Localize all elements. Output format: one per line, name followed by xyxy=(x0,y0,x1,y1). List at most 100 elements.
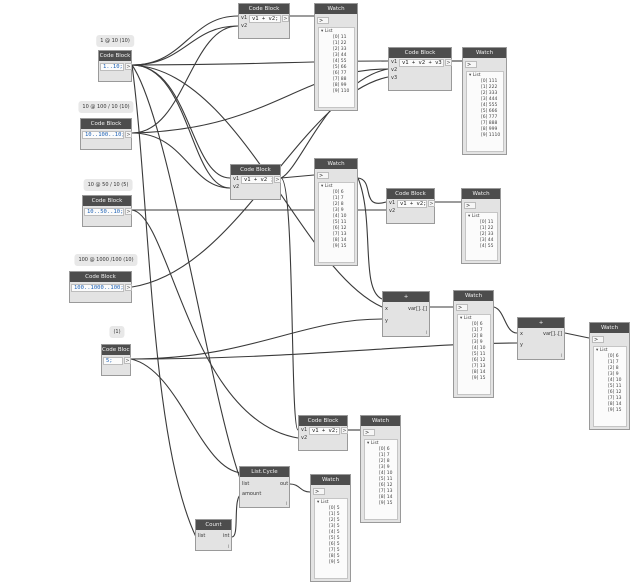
collapse-icon[interactable]: ▾ xyxy=(321,184,324,189)
watch-node[interactable]: Watch > ▾ List [0] 111[1] 222[2] 333[3] … xyxy=(462,47,507,155)
watch-input-port[interactable]: > xyxy=(465,61,477,68)
watch-input-port[interactable]: > xyxy=(317,172,329,179)
collapse-icon[interactable]: ▾ xyxy=(468,214,471,219)
output-port-int[interactable]: int xyxy=(223,533,230,539)
collapse-icon[interactable]: ▾ xyxy=(321,29,324,34)
watch-input-port[interactable]: > xyxy=(464,202,476,209)
watch-input-port[interactable]: > xyxy=(456,304,468,311)
input-port-v1[interactable]: v1 xyxy=(389,200,396,206)
input-port-v2[interactable]: v2 xyxy=(389,208,396,214)
watch-node[interactable]: Watch > ▾ List [0] 11[1] 22[2] 33[3] 44[… xyxy=(461,188,501,264)
code-block-node[interactable]: Code Block 100..1000..100; > xyxy=(69,271,132,303)
code-block-node[interactable]: Code Block 5; > xyxy=(101,344,131,376)
code-block-node[interactable]: Code Block 10..100..10; > xyxy=(80,118,132,150)
watch-node[interactable]: Watch > ▾ List [0] 6[1] 7[2] 8[3] 9[4] 1… xyxy=(453,290,494,398)
input-port-y[interactable]: y xyxy=(520,342,523,348)
collapse-icon[interactable]: ▾ xyxy=(367,441,370,446)
output-port[interactable]: > xyxy=(445,59,452,66)
wire xyxy=(131,64,243,485)
input-port-v1[interactable]: v1 xyxy=(391,59,398,65)
code-text[interactable]: 5; xyxy=(103,357,123,365)
add-node[interactable]: + x y var[]..[] l xyxy=(382,291,430,337)
code-text[interactable]: v1 + v2 + v3; xyxy=(399,59,444,67)
watch-node[interactable]: Watch > ▾ List [0] 11[1] 22[2] 33[3] 44[… xyxy=(314,3,358,111)
list-cycle-node[interactable]: List.Cycle list amount out l xyxy=(239,466,290,508)
code-block-node[interactable]: Code Block v1 v2 v1 + v2; > xyxy=(298,415,348,451)
list-item: [9] 110 xyxy=(333,89,350,94)
output-port[interactable]: > xyxy=(125,131,132,138)
input-port-list[interactable]: list xyxy=(198,533,206,539)
input-port-v2[interactable]: v2 xyxy=(391,67,398,73)
list-item: [7] 13 xyxy=(472,364,486,369)
code-block-node[interactable]: Code Block 10..50..10; > xyxy=(82,195,132,227)
watch-input-port[interactable]: > xyxy=(363,429,375,436)
list-item: [7] 88 xyxy=(333,77,347,82)
collapse-icon[interactable]: ▾ xyxy=(460,316,463,321)
list-item: [3] 9 xyxy=(379,465,390,470)
watch-node[interactable]: Watch > ▾ List [0] 5[1] 5[2] 5[3] 5[4] 5… xyxy=(310,474,351,582)
watch-node[interactable]: Watch > ▾ List [0] 6[1] 7[2] 8[3] 9[4] 1… xyxy=(360,415,401,523)
collapse-icon[interactable]: ▾ xyxy=(469,73,472,78)
code-text[interactable]: v1 + v2 ; xyxy=(241,176,273,184)
output-port-var[interactable]: var[]..[] xyxy=(408,306,428,312)
tooltip-bubble: 1 @ 10 (10) xyxy=(96,35,134,47)
list-item: [1] 7 xyxy=(608,360,619,365)
watch-input-port[interactable]: > xyxy=(317,17,329,24)
list-header: List xyxy=(471,214,480,219)
code-block-node[interactable]: Code Block v1 v2 v1 + v2; > xyxy=(386,188,435,224)
input-port-v1[interactable]: v1 xyxy=(301,427,308,433)
input-port-v2[interactable]: v2 xyxy=(301,435,308,441)
list-item: [6] 77 xyxy=(333,71,347,76)
code-block-node[interactable]: Code Block v1 v2 v3 v1 + v2 + v3; > xyxy=(388,47,452,91)
code-block-node[interactable]: Code Block v1 v2 v1 + v2; > xyxy=(238,3,290,39)
code-text[interactable]: v1 + v2; xyxy=(249,15,281,23)
code-block-node[interactable]: Code Block 1..10; > xyxy=(98,50,132,82)
output-port[interactable]: > xyxy=(282,15,289,22)
input-port-v1[interactable]: v1 xyxy=(233,176,240,182)
input-port-v2[interactable]: v2 xyxy=(241,23,248,29)
input-port-amount[interactable]: amount xyxy=(242,491,262,497)
list-item: [3] 9 xyxy=(608,372,619,377)
output-port-out[interactable]: out xyxy=(280,481,289,487)
list-item: [7] 888 xyxy=(481,121,498,126)
watch-node[interactable]: Watch > ▾ List [0] 6[1] 7[2] 8[3] 9[4] 1… xyxy=(314,158,358,266)
node-title: Code Block xyxy=(299,416,347,426)
input-port-y[interactable]: y xyxy=(385,318,388,324)
collapse-icon[interactable]: ▾ xyxy=(596,348,599,353)
input-port-list[interactable]: list xyxy=(242,481,250,487)
add-node[interactable]: + x y var[]..[] l xyxy=(517,317,565,360)
count-node[interactable]: Count list int l xyxy=(195,519,232,551)
watch-input-port[interactable]: > xyxy=(592,336,604,343)
output-port-var[interactable]: var[]..[] xyxy=(543,331,563,337)
collapse-icon[interactable]: ▾ xyxy=(317,500,320,505)
output-port[interactable]: > xyxy=(125,208,132,215)
output-port[interactable]: > xyxy=(125,63,132,70)
code-text[interactable]: 10..100..10; xyxy=(82,131,124,139)
list-item: [0] 11 xyxy=(333,35,347,40)
code-text[interactable]: 1..10; xyxy=(100,63,124,71)
output-port[interactable]: > xyxy=(124,357,131,364)
input-port-x[interactable]: x xyxy=(520,331,523,337)
node-title: Code Block xyxy=(81,119,131,129)
wire xyxy=(280,174,315,179)
code-block-node[interactable]: Code Block v1 v2 v1 + v2 ; > xyxy=(230,164,281,200)
watch-node[interactable]: Watch > ▾ List [0] 6[1] 7[2] 8[3] 9[4] 1… xyxy=(589,322,630,430)
watch-input-port[interactable]: > xyxy=(313,488,325,495)
output-port[interactable]: > xyxy=(428,200,435,207)
list-item: [7] 13 xyxy=(608,396,622,401)
input-port-x[interactable]: x xyxy=(385,306,388,312)
output-port[interactable]: > xyxy=(341,427,348,434)
watch-output-panel: ▾ List [0] 11[1] 22[2] 33[3] 44[4] 55[5]… xyxy=(318,27,355,108)
output-port[interactable]: > xyxy=(274,176,281,183)
input-port-v3[interactable]: v3 xyxy=(391,75,398,81)
list-item: [0] 6 xyxy=(379,447,390,452)
code-text[interactable]: 100..1000..100; xyxy=(71,284,124,292)
code-text[interactable]: 10..50..10; xyxy=(84,208,124,216)
output-port[interactable]: > xyxy=(125,284,132,291)
list-header: List xyxy=(472,73,481,78)
code-text[interactable]: v1 + v2; xyxy=(397,200,427,208)
list-item: [3] 44 xyxy=(480,238,494,243)
code-text[interactable]: v1 + v2; xyxy=(309,427,340,435)
input-port-v1[interactable]: v1 xyxy=(241,15,248,21)
input-port-v2[interactable]: v2 xyxy=(233,184,240,190)
